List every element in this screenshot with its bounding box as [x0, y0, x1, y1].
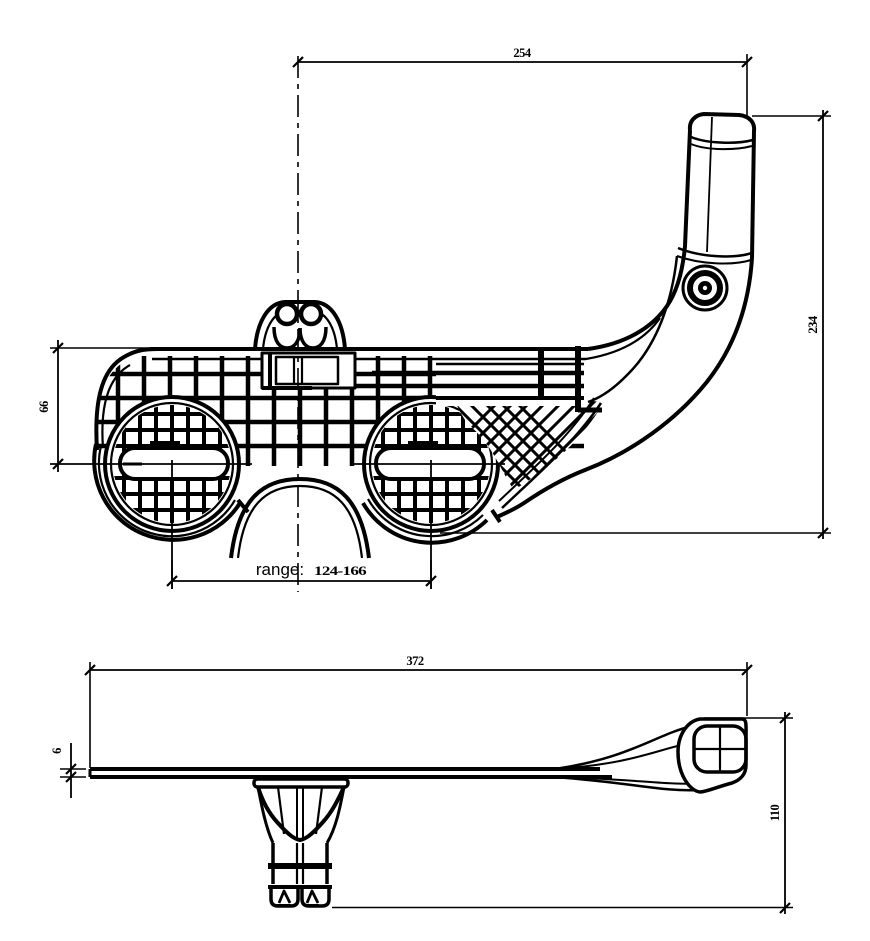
nozzle-port-right — [298, 301, 324, 327]
nozzle-assembly — [252, 777, 350, 908]
dim-top-width: 254 — [292, 46, 753, 118]
dim-right-height: 234 — [440, 110, 831, 539]
dim-front-height: 110 — [332, 712, 793, 914]
handle-button — [681, 264, 729, 312]
dim-top-width-label: 254 — [513, 46, 532, 60]
handle-end — [676, 717, 748, 794]
dim-front-height-label: 110 — [768, 804, 782, 821]
circle-shells — [92, 443, 502, 545]
arm-bands — [356, 344, 602, 413]
dim-body-height-label: 66 — [37, 401, 51, 413]
side-view: 254 234 66 range: 124-166 — [37, 46, 831, 592]
nozzle-port-left — [274, 301, 300, 327]
slot-clip-right — [408, 441, 438, 450]
dim-plate-thickness-label: 6 — [50, 748, 64, 754]
handle-cap — [687, 112, 757, 259]
nozzle-bracket — [260, 351, 357, 390]
dim-right-height-label: 234 — [806, 315, 820, 334]
body-outline — [94, 347, 588, 451]
range-label: range: — [256, 560, 304, 579]
slot-clip-left — [150, 441, 180, 450]
handle — [496, 112, 757, 519]
range-value: 124-166 — [314, 564, 366, 578]
dim-body-height: 66 — [37, 340, 150, 472]
saddle-arch — [229, 477, 371, 592]
dim-overall-width-label: 372 — [406, 654, 424, 668]
dim-plate-thickness: 6 — [50, 743, 86, 798]
front-view: 372 — [50, 654, 793, 914]
seat-plate — [88, 767, 612, 779]
dim-overall-width: 372 — [84, 654, 753, 768]
dim-nozzle-range: range: 124-166 — [166, 560, 437, 589]
nozzle-head — [253, 300, 347, 351]
